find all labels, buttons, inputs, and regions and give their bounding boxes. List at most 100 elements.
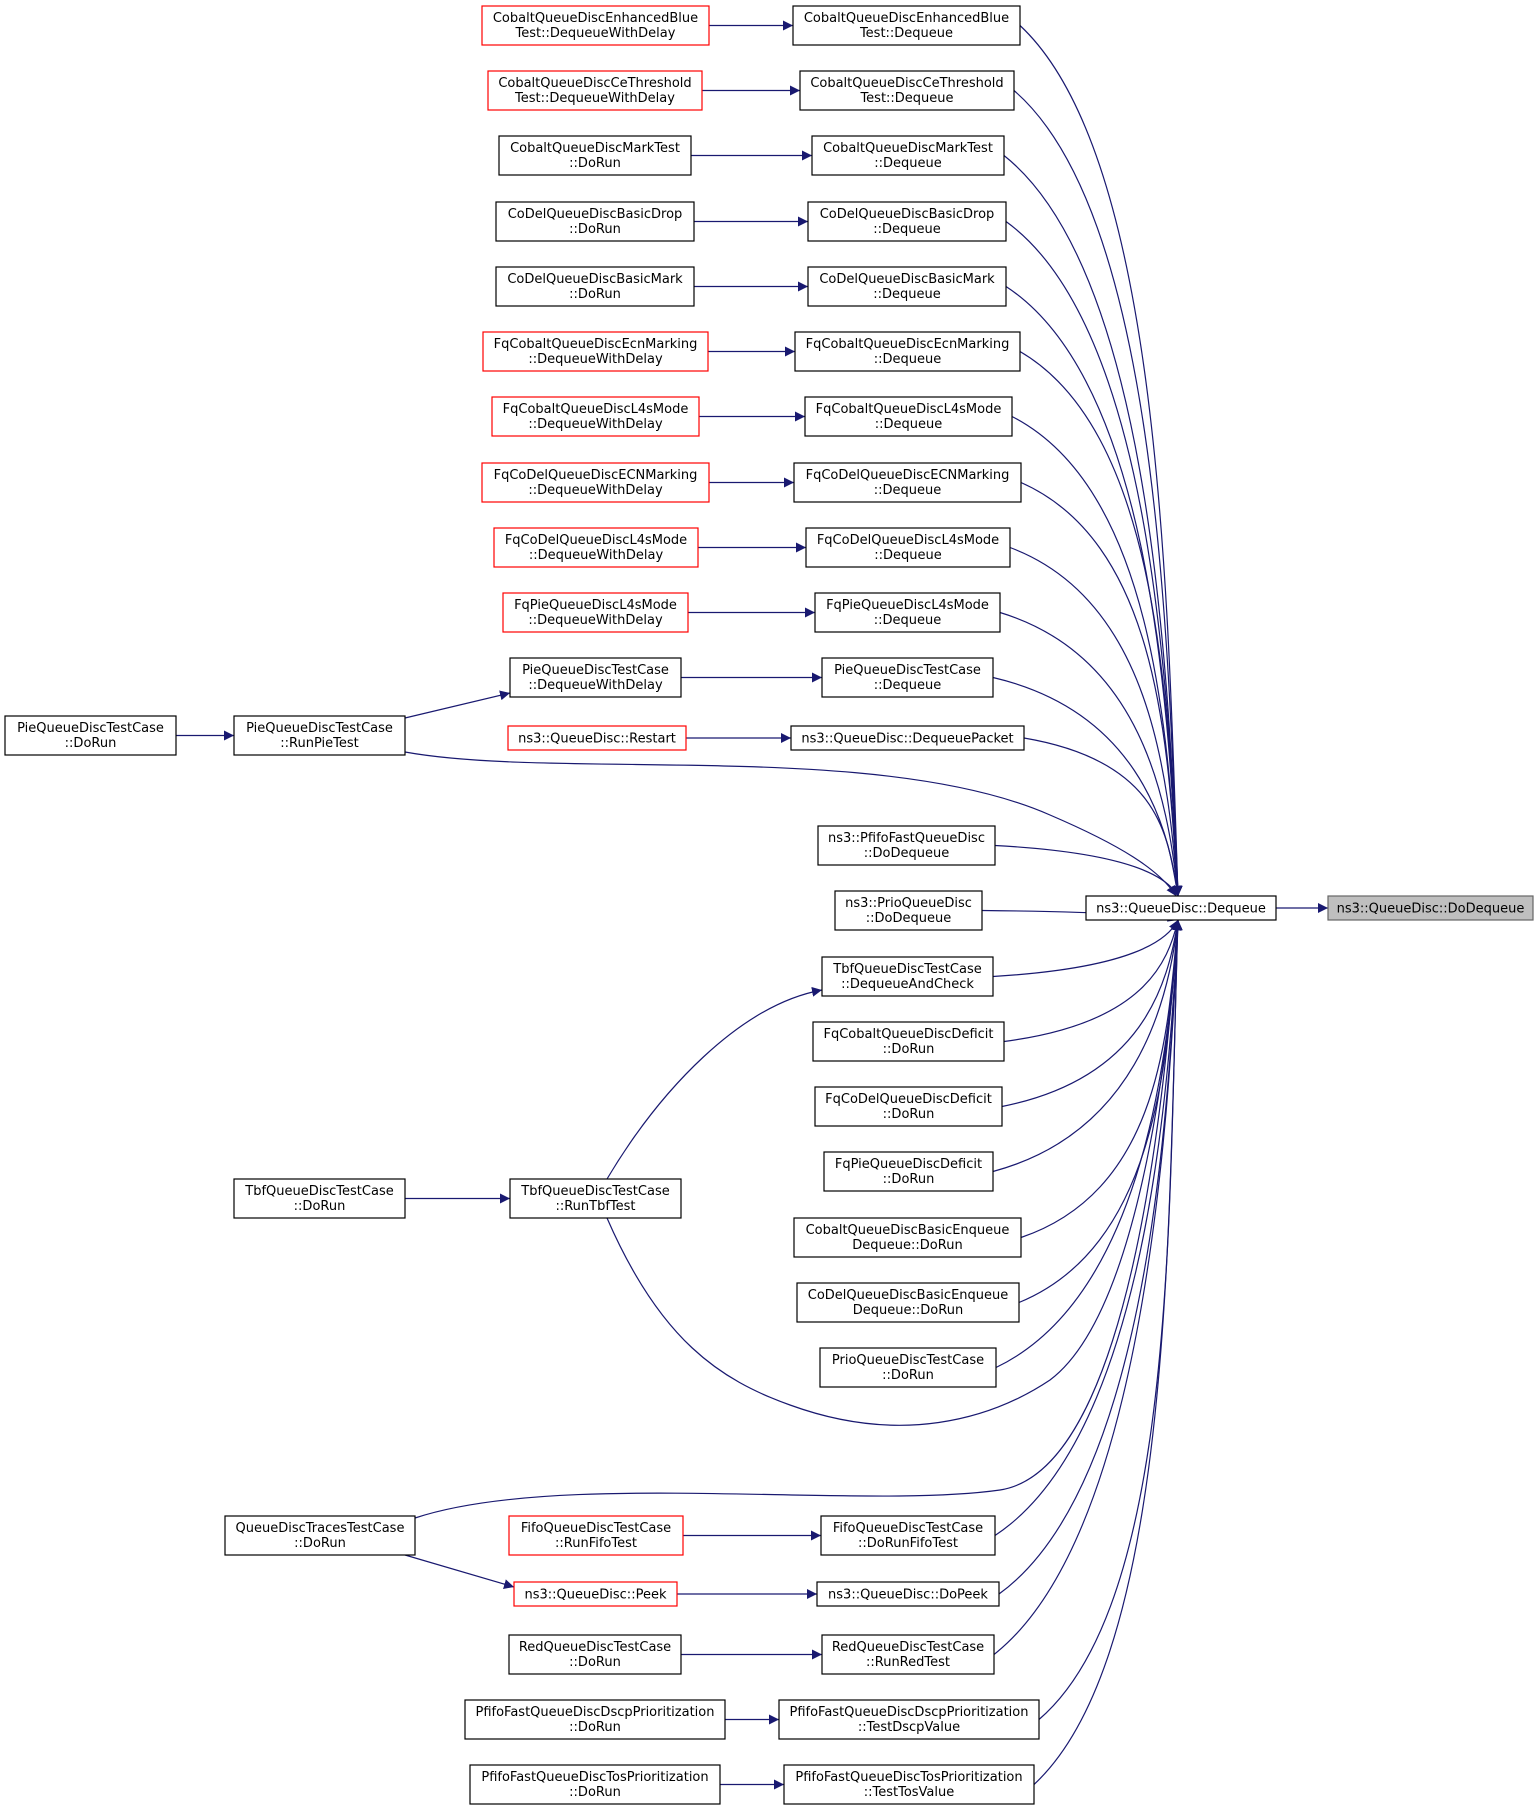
node-fdl4-deq[interactable]: FqCoDelQueueDiscL4sMode::Dequeue	[805, 527, 1011, 568]
node-box	[464, 1699, 726, 1740]
node-label: TbfQueueDiscTestCase	[520, 1184, 669, 1199]
node-cbed-run[interactable]: CobaltQueueDiscBasicEnqueueDequeue::DoRu…	[793, 1217, 1022, 1258]
node-label: FqPieQueueDiscDeficit	[835, 1157, 982, 1172]
edge-tbf-rtt-to-tbf-dac	[606, 986, 823, 1180]
node-label: ns3::QueueDisc::Dequeue	[1096, 902, 1266, 917]
edge-qdt-run-to-dequeue	[414, 919, 1183, 1519]
node-qd-peek[interactable]: ns3::QueueDisc::Peek	[513, 1581, 678, 1607]
node-pie-dwd[interactable]: PieQueueDiscTestCase::DequeueWithDelay	[509, 657, 682, 698]
node-qd-restart[interactable]: ns3::QueueDisc::Restart	[507, 725, 687, 751]
node-label: ::DoDequeue	[866, 911, 951, 926]
node-tbf-rtt[interactable]: TbfQueueDiscTestCase::RunTbfTest	[509, 1178, 682, 1219]
node-tbf-run[interactable]: TbfQueueDiscTestCase::DoRun	[233, 1178, 406, 1219]
node-box	[819, 1347, 997, 1388]
node-box	[482, 331, 709, 372]
edge-tbf-rtt-to-dequeue	[606, 919, 1183, 1426]
node-box	[495, 266, 695, 307]
node-red-rrt[interactable]: RedQueueDiscTestCase::RunRedTest	[821, 1634, 995, 1675]
node-cmt-deq[interactable]: CobaltQueueDiscMarkTest::Dequeue	[811, 135, 1005, 176]
node-dequeue[interactable]: ns3::QueueDisc::Dequeue	[1085, 895, 1277, 921]
node-box	[1085, 895, 1277, 921]
edge-cmt-deq-to-dequeue	[1003, 155, 1183, 897]
node-qd-dopeek[interactable]: ns3::QueueDisc::DoPeek	[816, 1581, 1000, 1607]
node-label: ns3::PrioQueueDisc	[845, 896, 972, 911]
edges	[176, 20, 1328, 1790]
edge-pft-ttv-to-dequeue	[1033, 919, 1183, 1785]
node-fpl4-deq[interactable]: FqPieQueueDiscL4sMode::Dequeue	[814, 592, 1001, 633]
node-fcl4-dwd[interactable]: FqCobaltQueueDiscL4sMode::DequeueWithDel…	[491, 396, 700, 437]
node-label: FqCoDelQueueDiscL4sMode	[817, 533, 999, 548]
node-box	[834, 890, 983, 931]
node-tbf-dac[interactable]: TbfQueueDiscTestCase::DequeueAndCheck	[821, 956, 994, 997]
node-dodequeue[interactable]: ns3::QueueDisc::DoDequeue	[1327, 895, 1534, 921]
node-box	[233, 1178, 406, 1219]
node-fcd-run[interactable]: FqCobaltQueueDiscDeficit::DoRun	[812, 1021, 1005, 1062]
node-pfd-tdv[interactable]: PfifoFastQueueDiscDscpPrioritization::Te…	[778, 1699, 1040, 1740]
node-fdem-dwd[interactable]: FqCoDelQueueDiscECNMarking::DequeueWithD…	[481, 462, 710, 503]
node-fdem-deq[interactable]: FqCoDelQueueDiscECNMarking::Dequeue	[793, 462, 1022, 503]
node-cbm-deq[interactable]: CoDelQueueDiscBasicMark::Dequeue	[807, 266, 1007, 307]
node-label: ::RunRedTest	[866, 1655, 950, 1670]
node-red-run[interactable]: RedQueueDiscTestCase::DoRun	[508, 1634, 682, 1675]
node-label: ::RunFifoTest	[555, 1536, 637, 1551]
node-fpd-run[interactable]: FqPieQueueDiscDeficit::DoRun	[823, 1151, 994, 1192]
node-pfd-run[interactable]: PfifoFastQueueDiscDscpPrioritization::Do…	[464, 1699, 726, 1740]
node-fifo-rft[interactable]: FifoQueueDiscTestCase::RunFifoTest	[508, 1515, 684, 1556]
node-cct-dwd[interactable]: CobaltQueueDiscCeThresholdTest::DequeueW…	[487, 70, 703, 111]
node-box	[793, 462, 1022, 503]
node-qd-dp[interactable]: ns3::QueueDisc::DequeuePacket	[790, 725, 1025, 751]
node-cbd-run[interactable]: CoDelQueueDiscBasicDrop::DoRun	[495, 201, 695, 242]
node-label: ::RunPieTest	[280, 736, 358, 751]
edge-fdem-deq-to-dequeue	[1020, 481, 1183, 897]
node-label: ::Dequeue	[874, 678, 942, 693]
node-pft-ttv[interactable]: PfifoFastQueueDiscTosPrioritization::Tes…	[783, 1764, 1035, 1805]
node-cmt-run[interactable]: CobaltQueueDiscMarkTest::DoRun	[498, 135, 692, 176]
node-label: ::DoRunFifoTest	[858, 1536, 958, 1551]
node-box	[513, 1581, 678, 1607]
node-label: ::DoRun	[883, 1042, 935, 1057]
node-pft-run[interactable]: PfifoFastQueueDiscTosPrioritization::DoR…	[469, 1764, 721, 1805]
node-label: QueueDiscTracesTestCase	[236, 1521, 405, 1536]
node-box	[491, 396, 700, 437]
edge-fdl4-deq-to-dequeue	[1009, 546, 1183, 897]
edge-ceb-deq-to-dequeue	[1019, 25, 1183, 897]
node-label: ::Dequeue	[874, 156, 942, 171]
node-pie-rpt[interactable]: PieQueueDiscTestCase::RunPieTest	[233, 715, 406, 756]
node-label: ::DoRun	[294, 1536, 346, 1551]
node-prio-dd[interactable]: ns3::PrioQueueDisc::DoDequeue	[834, 890, 983, 931]
node-fdl4-dwd[interactable]: FqCoDelQueueDiscL4sMode::DequeueWithDela…	[493, 527, 699, 568]
node-fcem-deq[interactable]: FqCobaltQueueDiscEcnMarking::Dequeue	[794, 331, 1021, 372]
node-fifo-drft[interactable]: FifoQueueDiscTestCase::DoRunFifoTest	[820, 1515, 996, 1556]
node-fcl4-deq[interactable]: FqCobaltQueueDiscL4sMode::Dequeue	[804, 396, 1013, 437]
node-label: Test::Dequeue	[859, 26, 953, 41]
node-box	[481, 5, 710, 46]
node-fdd-run[interactable]: FqCoDelQueueDiscDeficit::DoRun	[814, 1086, 1003, 1127]
node-ceb-dwd[interactable]: CobaltQueueDiscEnhancedBlueTest::Dequeue…	[481, 5, 710, 46]
node-box	[508, 1515, 684, 1556]
node-label: ::Dequeue	[873, 222, 941, 237]
node-cbm-run[interactable]: CoDelQueueDiscBasicMark::DoRun	[495, 266, 695, 307]
node-box	[805, 527, 1011, 568]
node-pie-run[interactable]: PieQueueDiscTestCase::DoRun	[4, 715, 177, 756]
node-box	[812, 1021, 1005, 1062]
node-box	[823, 1151, 994, 1192]
node-cbd-deq[interactable]: CoDelQueueDiscBasicDrop::Dequeue	[807, 201, 1007, 242]
node-prio-run[interactable]: PrioQueueDiscTestCase::DoRun	[819, 1347, 997, 1388]
node-qdt-run[interactable]: QueueDiscTracesTestCase::DoRun	[224, 1515, 416, 1556]
node-box	[811, 135, 1005, 176]
node-label: FqCobaltQueueDiscL4sMode	[503, 402, 689, 417]
node-label: TbfQueueDiscTestCase	[244, 1184, 393, 1199]
node-fpl4-dwd[interactable]: FqPieQueueDiscL4sMode::DequeueWithDelay	[502, 592, 689, 633]
node-pie-deq[interactable]: PieQueueDiscTestCase::Dequeue	[821, 657, 994, 698]
edge-cbed-run-to-dequeue	[1020, 919, 1183, 1239]
node-label: PfifoFastQueueDiscTosPrioritization	[481, 1770, 708, 1785]
node-label: ns3::PfifoFastQueueDisc	[828, 831, 985, 846]
node-label: CobaltQueueDiscCeThreshold	[810, 76, 1003, 91]
node-fcem-dwd[interactable]: FqCobaltQueueDiscEcnMarking::DequeueWith…	[482, 331, 709, 372]
node-label: Test::DequeueWithDelay	[515, 26, 676, 41]
node-pfifo-dd[interactable]: ns3::PfifoFastQueueDisc::DoDequeue	[817, 825, 996, 866]
